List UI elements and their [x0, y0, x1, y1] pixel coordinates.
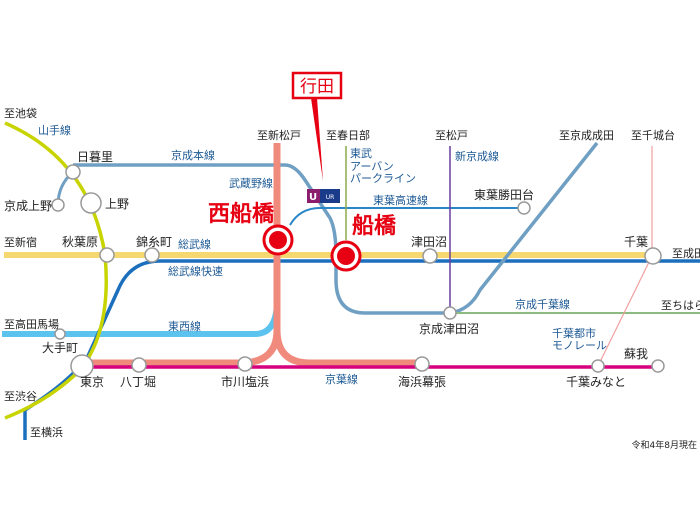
- station-otemachi-marker[interactable]: [54, 328, 66, 340]
- label-keisei-chiba: 京成千葉線: [515, 297, 570, 311]
- label-tobu-2: アーバン: [350, 160, 394, 173]
- label-tobu-1: 東武: [350, 147, 372, 160]
- label-nishi-funabashi: 西船橋: [208, 201, 275, 227]
- station-ueno-marker[interactable]: [80, 192, 102, 214]
- station-toyo-katsutadai-marker[interactable]: [517, 201, 531, 215]
- label-ichikawa-shiohama: 市川塩浜: [221, 374, 269, 389]
- line-toyo-rapid: [289, 207, 526, 226]
- label-chiba: 千葉: [624, 235, 648, 249]
- station-chiba-marker[interactable]: [644, 247, 662, 265]
- dest-takadanobaba: 至高田馬場: [4, 317, 59, 331]
- station-kaihin-makuhari-marker[interactable]: [414, 356, 430, 372]
- callout-label: 行田: [300, 77, 334, 97]
- dest-matsudo: 至松戸: [435, 128, 468, 142]
- label-keiyo: 京葉線: [325, 372, 358, 386]
- dest-chiharadai: 至ちはら台: [661, 298, 700, 312]
- label-tobu-3: パークライン: [350, 172, 416, 185]
- station-soga-marker[interactable]: [651, 359, 665, 373]
- label-sobu: 総武線: [178, 237, 211, 251]
- label-akihabara: 秋葉原: [62, 235, 98, 249]
- dest-shin-matsudo: 至新松戸: [257, 128, 301, 142]
- callout-pointer: [311, 98, 323, 181]
- label-keisei-tsudanuma: 京成津田沼: [419, 322, 479, 336]
- label-monorail-1: 千葉都市: [552, 326, 596, 340]
- station-nippori-marker[interactable]: [65, 164, 81, 180]
- line-keisei-main: [73, 141, 599, 315]
- label-tokyo: 東京: [80, 375, 104, 389]
- label-monorail-2: モノレール: [552, 339, 607, 352]
- label-keisei-main: 京成本線: [171, 148, 215, 162]
- station-nishi-funabashi-marker[interactable]: [262, 224, 294, 256]
- label-kinshicho: 錦糸町: [136, 234, 172, 249]
- station-kinshicho-marker[interactable]: [144, 247, 160, 263]
- label-toyo-katsutadai: 東葉勝田台: [474, 187, 534, 202]
- label-chiba-minato: 千葉みなと: [566, 375, 626, 389]
- dest-kasukabe: 至春日部: [326, 128, 370, 142]
- label-shin-keisei: 新京成線: [455, 149, 499, 163]
- dest-yokohama: 至横浜: [30, 425, 63, 439]
- svg-text:U: U: [309, 192, 317, 203]
- label-toyo-rapid: 東葉高速線: [373, 193, 428, 207]
- station-tokyo-marker[interactable]: [70, 354, 94, 378]
- station-keisei-tsudanuma-marker[interactable]: [443, 306, 457, 320]
- callout-box: [291, 71, 343, 100]
- dest-keisei-narita: 至京成成田: [559, 128, 614, 142]
- dest-chishirodai: 至千城台: [631, 128, 675, 142]
- station-hatchobori-marker[interactable]: [131, 357, 147, 373]
- label-musashino: 武蔵野線: [229, 176, 273, 190]
- station-chiba-minato-marker[interactable]: [591, 359, 605, 373]
- dest-ikebukuro: 至池袋: [4, 106, 37, 120]
- label-otemachi: 大手町: [42, 341, 78, 355]
- station-tsudanuma-marker[interactable]: [422, 248, 438, 264]
- label-sobu-rapid: 総武線快速: [168, 264, 223, 278]
- station-funabashi-marker[interactable]: [330, 240, 362, 272]
- label-ueno: 上野: [105, 197, 129, 211]
- label-soga: 蘇我: [624, 347, 648, 361]
- date-note: 令和4年8月現在: [632, 439, 697, 451]
- station-keisei-ueno-marker[interactable]: [51, 198, 65, 212]
- label-funabashi: 船橋: [352, 213, 397, 239]
- label-kaihin-makuhari: 海浜幕張: [398, 374, 446, 389]
- dest-shinjuku: 至新宿: [4, 235, 37, 249]
- dest-narita: 至成田: [672, 247, 700, 260]
- line-yamanote: [4, 121, 108, 420]
- label-nippori: 日暮里: [77, 150, 113, 164]
- label-yamanote: 山手線: [38, 123, 71, 137]
- station-akihabara-marker[interactable]: [99, 247, 115, 263]
- ur-logo-icon: U UR: [307, 189, 340, 203]
- label-keisei-ueno: 京成上野: [4, 199, 52, 213]
- dest-shibuya: 至渋谷: [4, 390, 37, 403]
- station-ichikawa-shiohama-marker[interactable]: [237, 356, 253, 372]
- label-tozai: 東西線: [168, 319, 201, 333]
- label-tsudanuma: 津田沼: [411, 235, 447, 249]
- label-hatchobori: 八丁堀: [120, 374, 156, 389]
- svg-text:UR: UR: [326, 194, 335, 201]
